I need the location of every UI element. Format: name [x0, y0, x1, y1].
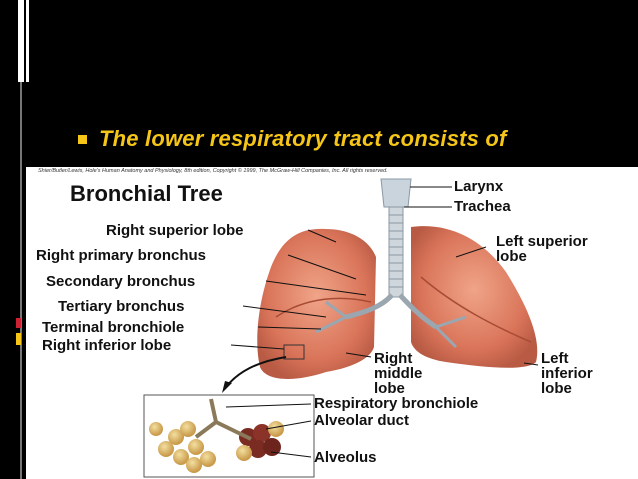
- label-right-inferior-lobe: Right inferior lobe: [42, 337, 172, 354]
- decor-tick-1: [16, 318, 21, 328]
- label-trachea: Trachea: [454, 198, 511, 215]
- label-respiratory-bronchiole: Respiratory bronchiole: [314, 395, 479, 412]
- label-right-superior-lobe: Right superior lobe: [106, 222, 244, 239]
- label-right-middle-lobe-line2: middle: [374, 365, 423, 382]
- right-lung: [257, 228, 376, 379]
- bullet-row: The lower respiratory tract consists of: [78, 126, 507, 152]
- bullet-square-icon: [78, 134, 87, 144]
- label-left-inferior-lobe-line2: inferior: [541, 365, 593, 382]
- label-tertiary-bronchus: Tertiary bronchus: [58, 298, 185, 315]
- label-alveolus: Alveolus: [314, 449, 377, 466]
- bronchial-tree-illustration: [143, 178, 539, 478]
- alveoli-cluster: [149, 421, 284, 473]
- decor-tick-2: [16, 333, 21, 345]
- label-alveolar-duct: Alveolar duct: [314, 412, 410, 429]
- label-right-primary-bronchus: Right primary bronchus: [36, 247, 207, 264]
- label-left-superior-lobe-line1: Left superior: [496, 233, 588, 250]
- label-left-inferior-lobe-line1: Left: [541, 350, 569, 367]
- label-terminal-bronchiole: Terminal bronchiole: [42, 319, 185, 336]
- larynx: [380, 178, 412, 208]
- label-larynx: Larynx: [454, 178, 504, 195]
- label-left-superior-lobe-line2: lobe: [496, 248, 527, 265]
- figure-title: Bronchial Tree: [70, 181, 223, 206]
- decor-bar-1: [18, 0, 24, 82]
- label-right-middle-lobe-line3: lobe: [374, 380, 405, 397]
- label-right-middle-lobe-line1: Right: [374, 350, 413, 367]
- trachea: [388, 206, 404, 298]
- figure-credit: Shier/Butler/Lewis, Hole's Human Anatomy…: [38, 168, 388, 174]
- decor-bar-3: [20, 82, 22, 479]
- label-left-inferior-lobe-line3: lobe: [541, 380, 572, 397]
- bronchial-tree-figure: Shier/Butler/Lewis, Hole's Human Anatomy…: [26, 167, 638, 479]
- label-secondary-bronchus: Secondary bronchus: [46, 273, 196, 290]
- bullet-text: The lower respiratory tract consists of: [99, 126, 507, 151]
- decor-bar-2: [26, 0, 29, 82]
